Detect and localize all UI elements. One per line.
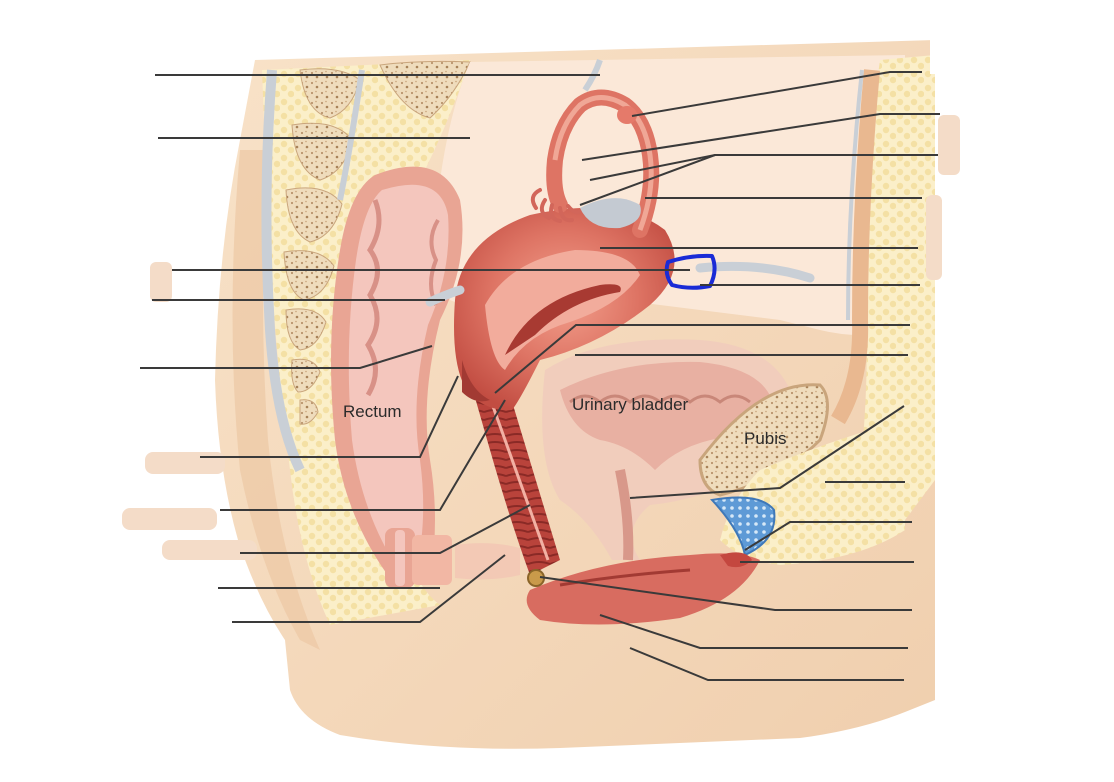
urinary-bladder xyxy=(542,339,791,561)
masked-label-6 xyxy=(122,508,217,530)
leader-line-right-15 xyxy=(599,614,908,649)
leader-line-right-10 xyxy=(629,405,905,499)
rectus-abdominis xyxy=(831,69,880,425)
perineal-body xyxy=(455,543,520,580)
leader-line-left-7 xyxy=(220,399,506,511)
leader-line-right-2 xyxy=(581,113,940,161)
masked-label-3 xyxy=(926,195,942,280)
anal-sphincter xyxy=(385,528,452,588)
labia-majora xyxy=(526,553,760,625)
leader-line-left-6 xyxy=(200,375,459,458)
uterus xyxy=(454,207,675,411)
rectum-label: Rectum xyxy=(343,402,402,421)
buttock-shadow xyxy=(232,150,320,650)
clitoris xyxy=(720,552,752,568)
leader-line-left-5 xyxy=(140,345,433,369)
posterior-ligament xyxy=(261,69,305,473)
masked-label-4 xyxy=(150,262,172,302)
urinary-bladder-label: Urinary bladder xyxy=(572,395,689,414)
ovary xyxy=(580,198,641,229)
leader-line-right-8 xyxy=(494,324,910,394)
masked-label-5 xyxy=(145,452,225,474)
leader-line-right-14 xyxy=(539,576,912,611)
sacral-ligament xyxy=(337,69,365,201)
rectum xyxy=(331,166,463,585)
masked-label-7 xyxy=(162,540,257,560)
leader-line-left-8 xyxy=(240,504,531,554)
leader-line-right-1 xyxy=(631,71,922,117)
vagina xyxy=(470,380,560,575)
leader-lines xyxy=(140,71,940,681)
masked-label-1 xyxy=(930,34,944,74)
anterior-abdominal-wall xyxy=(860,55,935,520)
leader-line-right-4 xyxy=(579,154,716,206)
leader-line-left-10 xyxy=(232,554,506,623)
masked-label-2 xyxy=(938,115,960,175)
pubis-label: Pubis xyxy=(744,429,787,448)
leader-line-right-16 xyxy=(629,647,904,681)
leader-line-right-12 xyxy=(744,521,912,551)
labia-minora xyxy=(559,568,691,587)
